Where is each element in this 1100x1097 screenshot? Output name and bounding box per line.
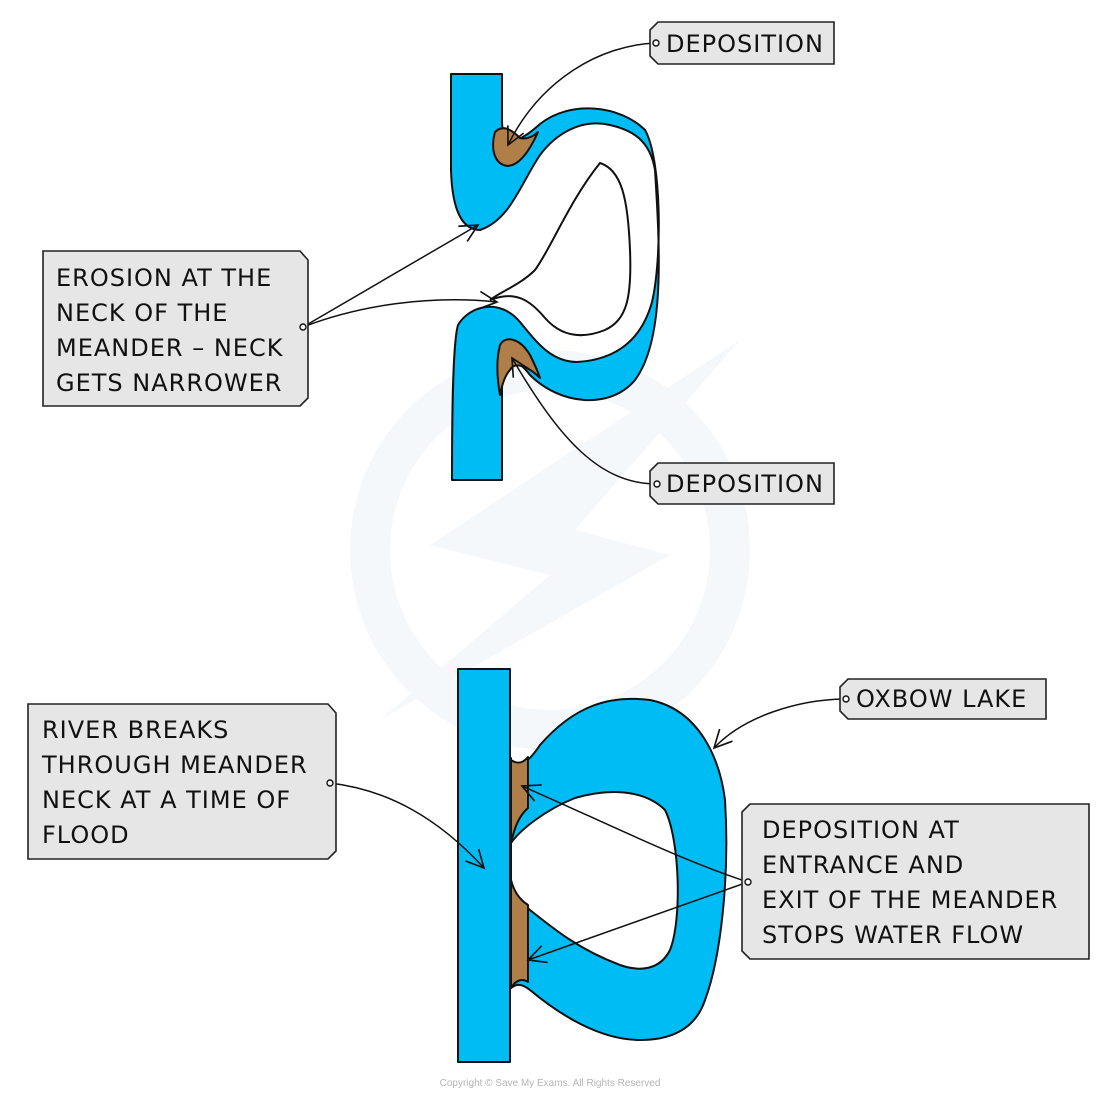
label-river-breaks-line4: FLOOD <box>42 821 130 849</box>
label-erosion-line4: GETS NARROWER <box>56 369 282 397</box>
label-deposition-top-text: DEPOSITION <box>666 30 824 58</box>
label-erosion: EROSION AT THE NECK OF THE MEANDER – NEC… <box>42 250 309 407</box>
label-deposition-entrance-line2: ENTRANCE AND <box>762 851 964 879</box>
label-erosion-line2: NECK OF THE <box>56 299 228 327</box>
deposition-entrance <box>510 756 529 844</box>
label-deposition-entrance-line1: DEPOSITION AT <box>762 816 960 844</box>
arrow-erosion-lower <box>302 290 499 328</box>
watermark-logo <box>350 340 750 750</box>
arrow-deposition-entrance <box>520 784 749 883</box>
arrow-river-breaks <box>329 782 486 870</box>
label-deposition-entrance: DEPOSITION AT ENTRANCE AND EXIT OF THE M… <box>741 803 1090 960</box>
label-river-breaks-line2: THROUGH MEANDER <box>41 751 308 779</box>
river-straight-channel <box>457 668 511 1063</box>
copyright-text: Copyright © Save My Exams. All Rights Re… <box>440 1078 661 1089</box>
river-meander-upper <box>450 73 660 481</box>
arrow-oxbow-lake <box>712 698 844 750</box>
label-deposition-top: DEPOSITION <box>649 21 835 65</box>
arrow-erosion-upper <box>302 224 480 328</box>
arrow-deposition-exit <box>526 881 749 964</box>
label-river-breaks-line3: NECK AT A TIME OF <box>42 786 291 814</box>
label-oxbow-lake: OXBOW LAKE <box>839 678 1047 720</box>
label-deposition-entrance-line3: EXIT OF THE MEANDER <box>762 886 1058 914</box>
arrow-deposition-bottom <box>511 356 658 485</box>
stage2-oxbow <box>457 668 728 1063</box>
deposition-exit <box>510 879 529 989</box>
label-erosion-line1: EROSION AT THE <box>56 264 272 292</box>
label-deposition-bottom-text: DEPOSITION <box>666 470 824 498</box>
label-river-breaks: RIVER BREAKS THROUGH MEANDER NECK AT A T… <box>27 703 337 860</box>
stage1-meander <box>450 73 660 481</box>
oxbow-inner-land <box>510 791 679 970</box>
label-erosion-line3: MEANDER – NECK <box>56 334 284 362</box>
arrow-deposition-top <box>507 42 657 147</box>
label-river-breaks-line1: RIVER BREAKS <box>42 716 229 744</box>
label-deposition-entrance-line4: STOPS WATER FLOW <box>762 921 1024 949</box>
label-oxbow-lake-text: OXBOW LAKE <box>856 685 1027 713</box>
meander-inner-land <box>489 161 632 337</box>
label-deposition-bottom: DEPOSITION <box>649 462 835 505</box>
